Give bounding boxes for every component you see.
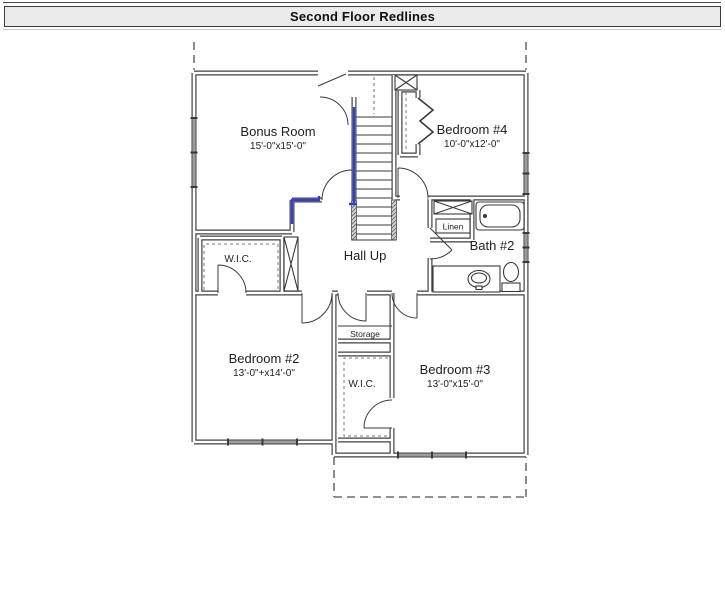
bedroom3-window xyxy=(397,451,467,459)
bedroom4-label: Bedroom #4 xyxy=(437,122,508,137)
bonus-room-label: Bonus Room xyxy=(240,124,315,139)
bath-shelf-x-box xyxy=(433,200,473,215)
staircase xyxy=(352,77,396,241)
bath2-window xyxy=(522,232,530,263)
tub-faucet xyxy=(482,213,488,219)
bedroom2-window xyxy=(227,438,298,446)
wic2-rod xyxy=(203,243,279,290)
wic-bedroom3-door xyxy=(363,399,393,429)
bedroom4-door xyxy=(397,167,429,199)
storage-label: Storage xyxy=(350,329,380,339)
wic-bedroom2-label: W.I.C. xyxy=(224,254,251,265)
redline-markup xyxy=(290,107,357,224)
wic-bedroom3-label: W.I.C. xyxy=(348,379,375,390)
bedroom4-dims: 10'-0"x12'-0" xyxy=(444,139,500,150)
toilet-bowl xyxy=(502,261,520,283)
bonus-room-door xyxy=(321,169,353,201)
redline-stair-wall xyxy=(349,107,357,206)
storage-area-door xyxy=(337,292,367,322)
bedroom3-label: Bedroom #3 xyxy=(420,362,491,377)
attic-access-door xyxy=(317,73,349,126)
linen-label: Linen xyxy=(443,222,464,232)
wic3-rod xyxy=(343,357,388,437)
doors xyxy=(217,73,453,429)
bedroom3-dims: 13'-0"x15'-0" xyxy=(427,379,483,390)
dashed-projection-lines xyxy=(193,42,527,498)
room-labels: Bonus Room 15'-0"x15'-0" Bedroom #4 10'-… xyxy=(224,122,514,390)
sub-rule xyxy=(3,29,721,30)
bonus-room-window xyxy=(190,117,198,188)
sink-faucet xyxy=(475,285,483,291)
bath-fixtures xyxy=(432,201,525,293)
page-title: Second Floor Redlines xyxy=(289,9,436,24)
bath2-door xyxy=(429,227,453,260)
linen-label-box xyxy=(435,218,471,234)
vanity xyxy=(432,265,501,293)
bedroom2-label: Bedroom #2 xyxy=(229,351,300,366)
redline-stepped-wall xyxy=(290,196,321,224)
toilet xyxy=(501,261,521,293)
chase-x-box-left xyxy=(283,236,299,292)
bathtub xyxy=(475,201,525,231)
bedroom4-bifold-doors xyxy=(417,97,435,145)
chase-boxes xyxy=(283,74,473,292)
top-rule xyxy=(3,2,721,3)
toilet-tank xyxy=(501,282,521,293)
bonus-room-dims: 15'-0"x15'-0" xyxy=(250,141,306,152)
wic-bedroom2-door xyxy=(217,264,247,294)
windows xyxy=(190,117,530,459)
bedroom4-window xyxy=(522,152,530,195)
chase-x-box-top xyxy=(394,74,418,91)
title-bar: Second Floor Redlines xyxy=(4,6,721,27)
bedroom3-door xyxy=(391,292,418,319)
bath2-label: Bath #2 xyxy=(470,238,515,253)
hall-up-label: Hall Up xyxy=(344,248,387,263)
bedroom2-dims: 13'-0"+x14'-0" xyxy=(233,368,295,379)
bedroom2-door xyxy=(301,292,333,324)
